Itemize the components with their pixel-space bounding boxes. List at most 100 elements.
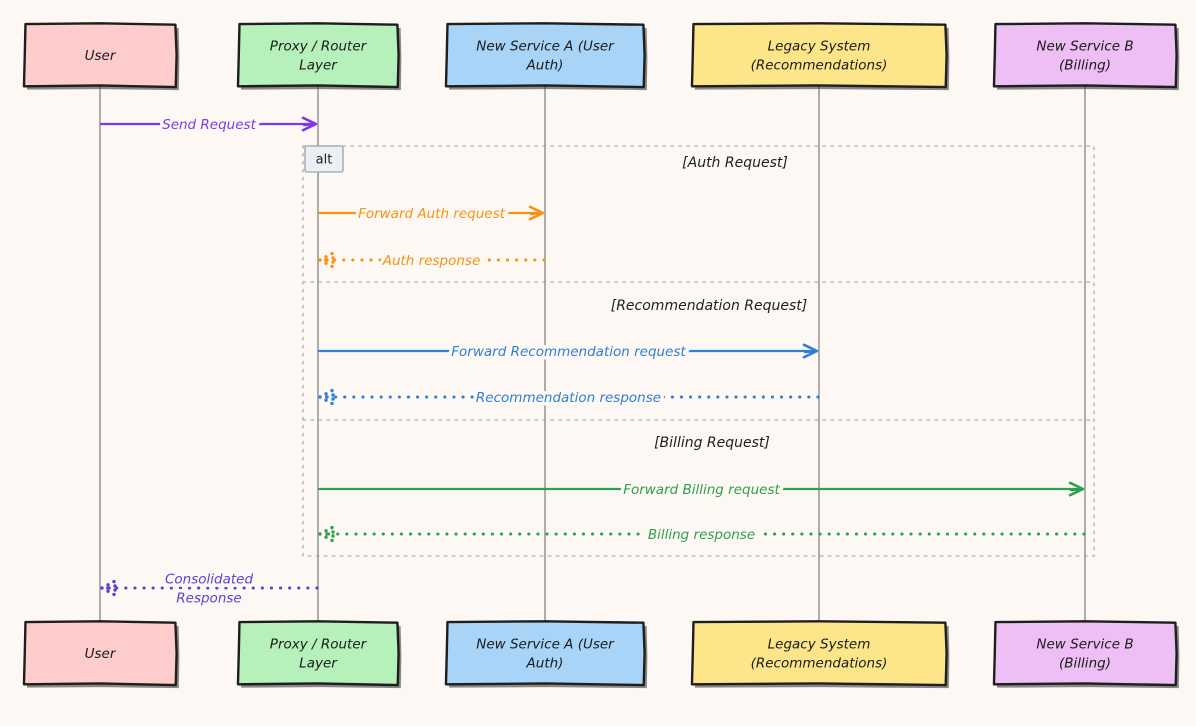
actor-box-user-top[interactable]: User: [22, 22, 180, 91]
actor-box-fill: [690, 22, 948, 89]
arrowhead-dot: [324, 529, 328, 533]
arrowhead-inner: [803, 350, 817, 354]
actor-label-svc_b: (Billing): [1059, 58, 1111, 74]
message-label-halo: Forward Billing request: [623, 482, 780, 498]
arrowhead-dot: [113, 584, 117, 588]
actor-box-legacy-top[interactable]: Legacy System (Recommendations): [690, 22, 950, 91]
actor-label-svc_a: Auth): [526, 58, 564, 74]
actor-box-svc_b-top[interactable]: New Service B (Billing): [992, 22, 1180, 91]
arrowhead-dot: [330, 251, 334, 256]
actor-label-svc_a: Auth): [526, 656, 564, 672]
arrowhead-dot: [112, 579, 116, 584]
message-label-auth-response: Auth response: [382, 253, 481, 269]
arrowhead-inner: [302, 123, 316, 127]
arrowhead-dot: [324, 392, 328, 396]
actor-label-proxy: Proxy / Router: [270, 637, 368, 653]
actor-label-legacy: Legacy System: [768, 637, 871, 653]
arrowhead: [528, 205, 545, 221]
actor-label-proxy: Layer: [299, 656, 338, 672]
arrowhead-dot: [330, 401, 334, 406]
arrowhead-dot: [100, 586, 104, 590]
message-label-halo: Recommendation response: [476, 390, 661, 406]
arrowhead: [802, 343, 819, 359]
arrowhead-dot: [331, 393, 335, 397]
arrowhead-dot: [330, 388, 334, 393]
message-label-send-request: Send Request: [162, 117, 256, 133]
message-label-halo: Response: [176, 591, 241, 607]
actor-box-fill: [22, 22, 178, 89]
alt-frame-layer: [Auth Request] [Recommendation Request] [B…: [302, 145, 1095, 557]
message-label-forward-recommendation-request: Forward Recommendation request: [451, 344, 686, 360]
actor-box-fill: [992, 22, 1178, 89]
arrowhead-dot: [318, 395, 322, 399]
message-label-consolidated-response: Consolidated: [165, 572, 253, 588]
arrowhead-dot: [330, 264, 334, 269]
arrowhead-dot: [318, 532, 322, 536]
actor-box-fill: [236, 22, 400, 89]
arrowhead-dot: [330, 538, 334, 543]
actor-box-fill: [992, 620, 1178, 687]
actor-box-fill: [444, 620, 646, 687]
message-label-forward-auth-request: Forward Auth request: [358, 206, 506, 222]
message-label-halo: Send Request: [162, 117, 256, 133]
actor-label-svc_a: New Service A (User: [476, 39, 615, 55]
alt-branch-label-recommendation: [Recommendation Request]: [611, 298, 808, 314]
message-label-halo: Auth response: [382, 253, 481, 269]
message-label-halo: Consolidated: [165, 572, 253, 588]
arrowhead-dot: [331, 397, 335, 401]
arrowhead-dot: [318, 258, 322, 262]
message-label-halo: Forward Auth request: [358, 206, 506, 222]
message-label-recommendation-response: Recommendation response: [476, 390, 661, 406]
actor-label-user: User: [85, 646, 117, 662]
alt-tag-box: [304, 145, 344, 173]
actor-label-user: User: [85, 48, 117, 64]
arrowhead-dot: [107, 586, 111, 590]
arrowhead-dot: [331, 260, 335, 264]
lifeline-layer: [99, 86, 1086, 622]
arrowhead-dot: [325, 395, 329, 399]
alt-branch-label-billing: [Billing Request]: [654, 435, 770, 451]
message-label-halo: Billing response: [648, 527, 755, 543]
actor-label-proxy: Proxy / Router: [270, 39, 368, 55]
arrowhead-dot: [325, 532, 329, 536]
actor-label-svc_a: New Service A (User: [476, 637, 615, 653]
arrowhead: [1068, 481, 1085, 497]
message-label-billing-response: Billing response: [648, 527, 755, 543]
actor-box-legacy-bottom[interactable]: Legacy System(Recommendations): [690, 620, 950, 689]
actor-box-fill: [22, 620, 178, 687]
arrowhead-dot: [330, 525, 334, 530]
actor-box-fill: [690, 620, 948, 687]
actor-box-svc_b-bottom[interactable]: New Service B(Billing): [992, 620, 1180, 689]
arrowhead-dot: [331, 530, 335, 534]
arrowhead: [301, 116, 318, 132]
arrowhead-dot: [324, 535, 328, 539]
actor-box-user-bottom[interactable]: User: [22, 620, 180, 689]
alt-branch-label-auth: [Auth Request]: [682, 155, 788, 171]
alt-tag-label: alt: [316, 153, 333, 168]
actor-label-svc_b: New Service B: [1036, 637, 1133, 653]
arrowhead-dot: [106, 589, 110, 593]
actor-label-legacy: Legacy System: [768, 39, 871, 55]
actor-label-legacy: (Recommendations): [751, 58, 888, 74]
actor-label-svc_b: New Service B: [1036, 39, 1133, 55]
actor-box-fill: [444, 22, 646, 89]
arrowhead-dot: [331, 256, 335, 260]
message-label-halo: Forward Recommendation request: [451, 344, 686, 360]
actor-box-fill: [236, 620, 400, 687]
